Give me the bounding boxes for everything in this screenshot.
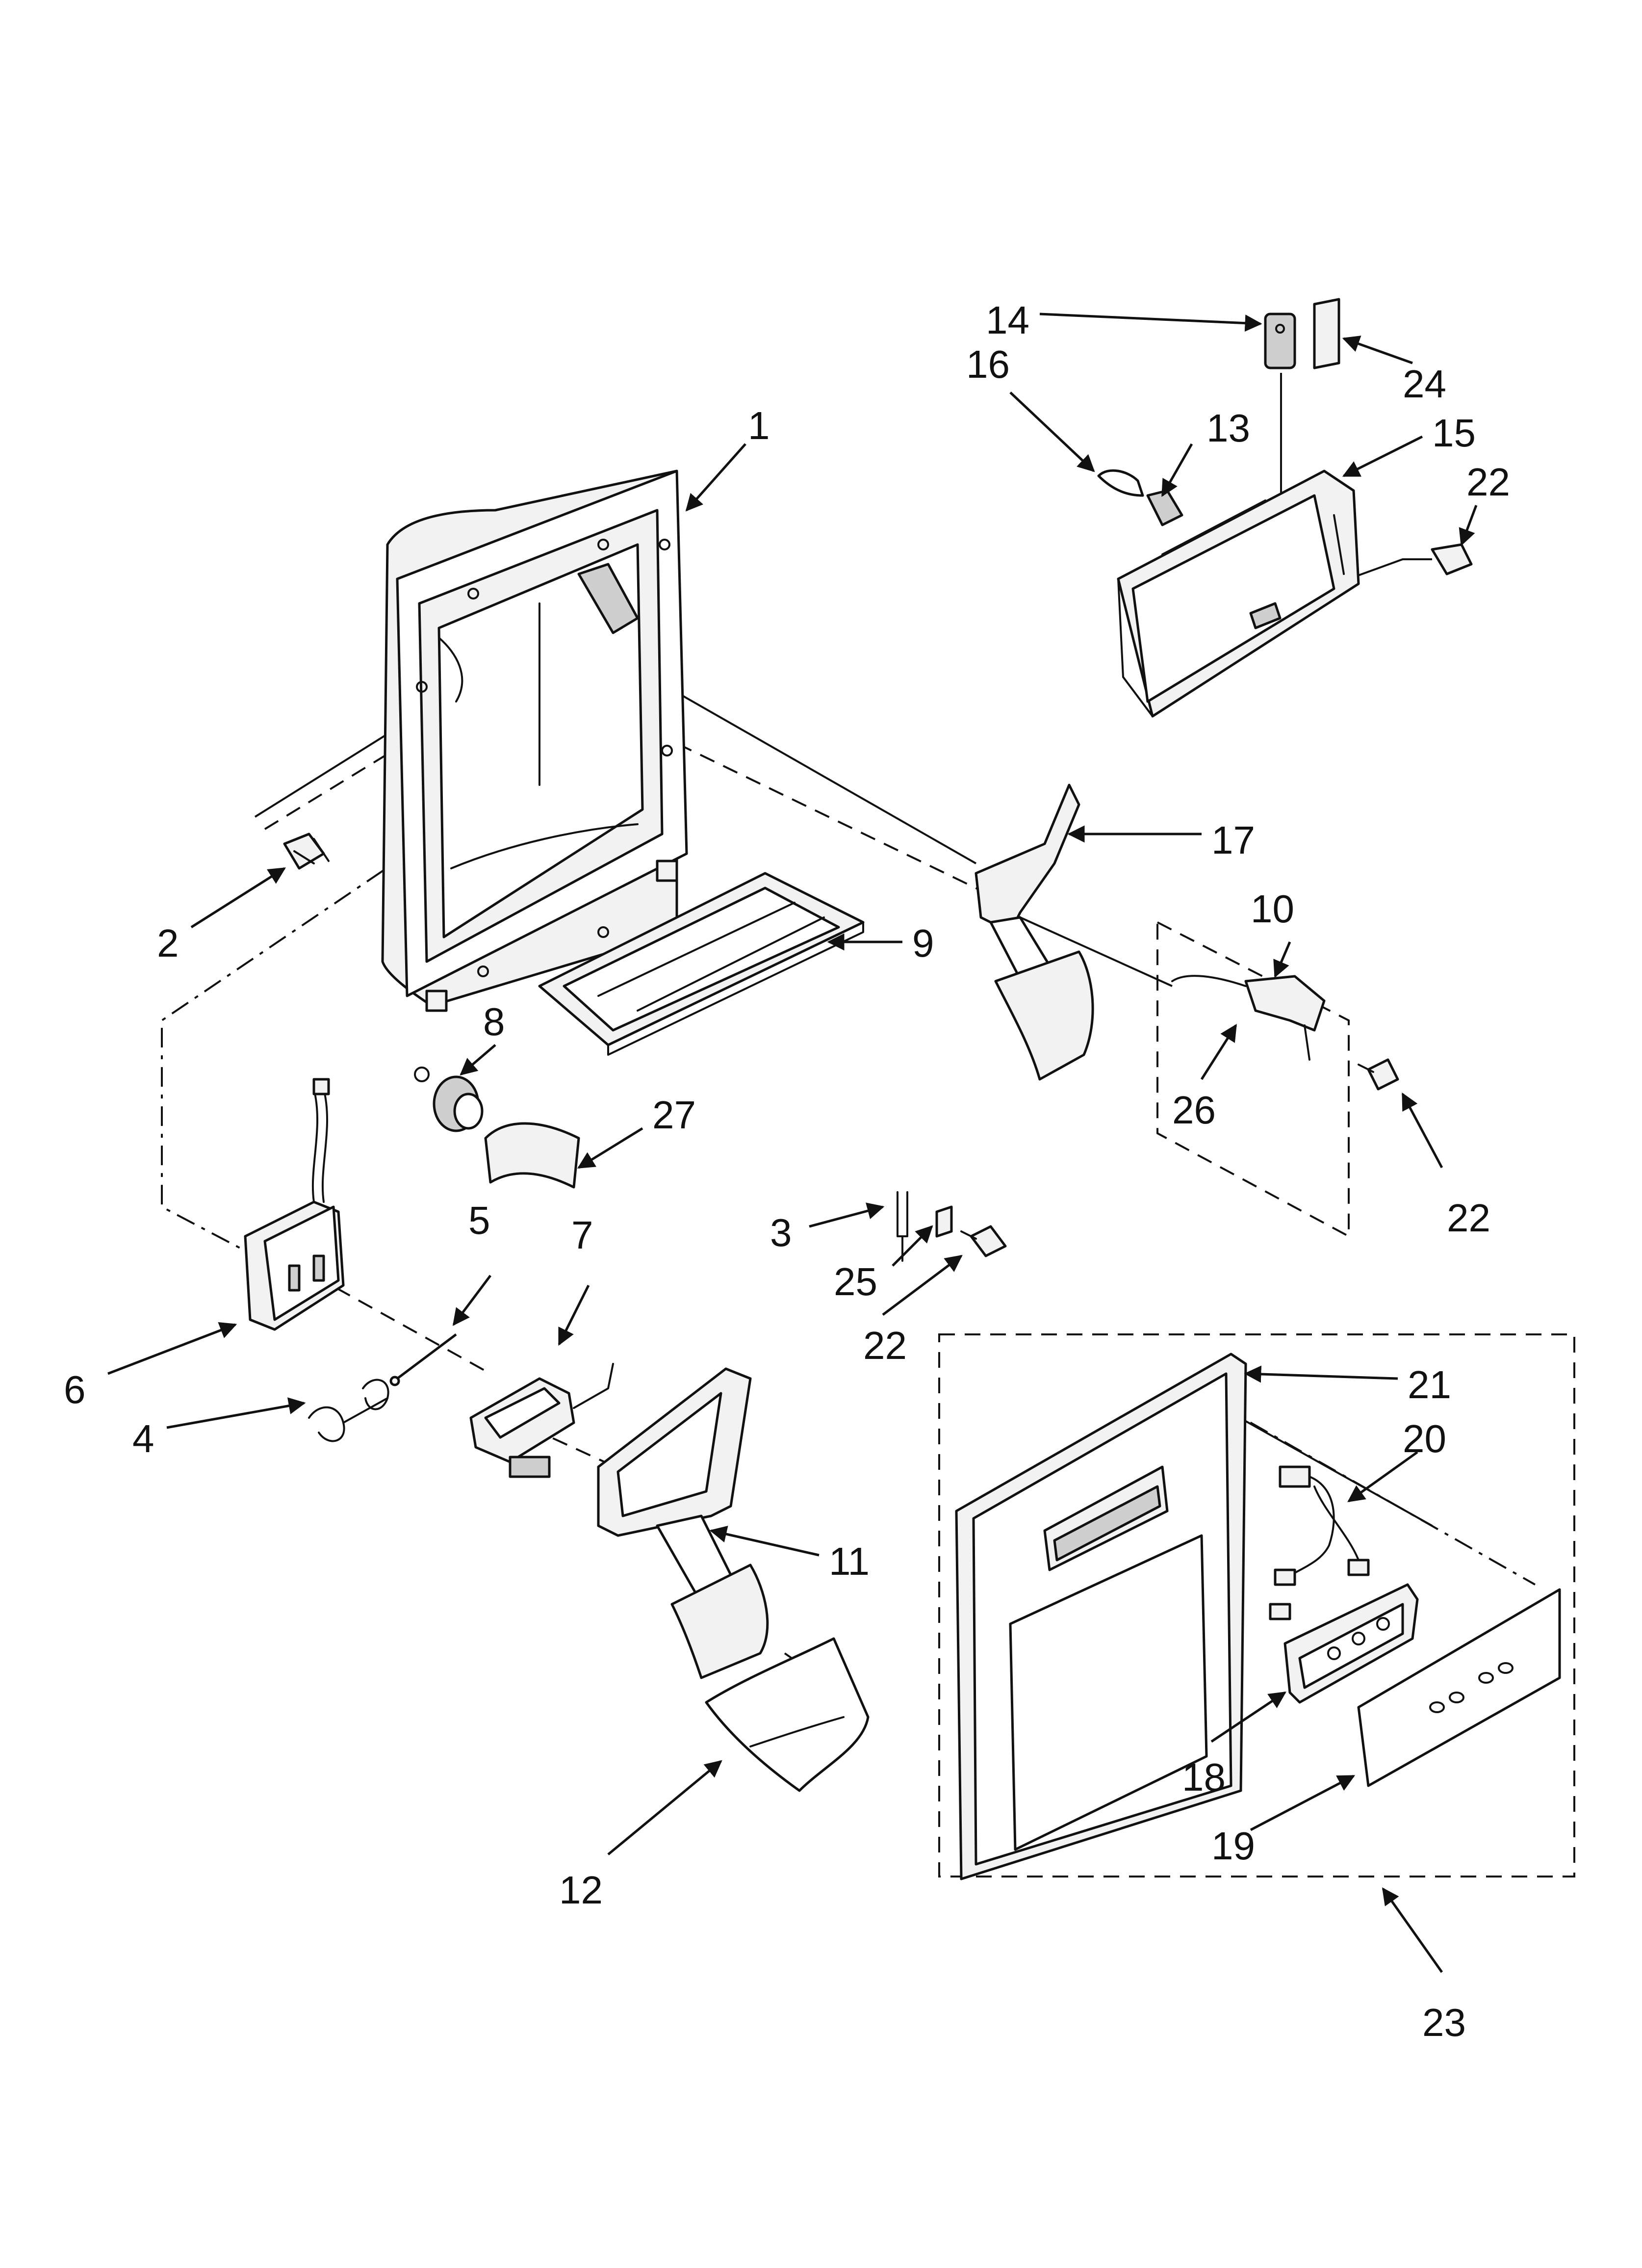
part-27-cover <box>484 1122 580 1189</box>
group-box-10 <box>1156 920 1350 1238</box>
callout-9: 9 <box>912 921 934 965</box>
callout-25: 25 <box>834 1260 877 1303</box>
part-24-insulator <box>1313 298 1340 369</box>
part-4-spring <box>308 1379 389 1442</box>
callout-2: 2 <box>157 921 179 965</box>
part-22-screw-right <box>1358 1058 1399 1091</box>
part-11-water-lever <box>597 1367 769 1679</box>
callout-22-right: 22 <box>1447 1196 1490 1240</box>
callout-21: 21 <box>1408 1363 1451 1407</box>
part-15-upper-bracket <box>1117 469 1360 718</box>
callout-22-middle: 22 <box>863 1324 907 1367</box>
callout-27: 27 <box>652 1093 696 1137</box>
group-box-23 <box>938 1333 1575 1877</box>
part-20-wire-harness <box>1269 1465 1370 1620</box>
part-22-screw-middle <box>960 1225 1007 1257</box>
part-16-light-bulb <box>1097 469 1144 497</box>
callout-26: 26 <box>1172 1088 1216 1132</box>
part-14-switch <box>1264 313 1296 369</box>
callout-15: 15 <box>1432 411 1476 455</box>
callout-11: 11 <box>829 1539 870 1583</box>
leader-arrows <box>107 313 1478 1973</box>
part-8-solenoid <box>414 1067 484 1132</box>
part-13-socket <box>1146 489 1183 526</box>
callout-6: 6 <box>64 1368 86 1411</box>
callout-18: 18 <box>1182 1755 1226 1799</box>
callout-19: 19 <box>1211 1824 1255 1868</box>
callout-5: 5 <box>468 1199 490 1242</box>
callout-23: 23 <box>1422 2001 1466 2044</box>
callout-3: 3 <box>770 1211 792 1254</box>
part-21-front-panel <box>955 1353 1247 1880</box>
part-9-drip-tray <box>538 872 865 1056</box>
callout-24: 24 <box>1403 362 1446 406</box>
part-7-bracket <box>469 1363 614 1478</box>
callout-22-top: 22 <box>1466 460 1510 504</box>
part-25-insulator <box>935 1205 953 1238</box>
callout-4: 4 <box>132 1417 154 1460</box>
callout-labels: 1 2 3 4 5 6 7 8 9 10 11 12 13 14 15 16 1… <box>64 298 1510 2044</box>
part-3-clip <box>897 1191 908 1262</box>
part-26-lever-link <box>1171 975 1326 1061</box>
callout-17: 17 <box>1211 818 1255 862</box>
callout-1: 1 <box>748 404 770 447</box>
part-1-dispenser-housing <box>381 469 688 1012</box>
part-17-ice-lever <box>975 783 1094 1081</box>
part-6-control-module <box>244 1078 345 1331</box>
callout-8: 8 <box>483 1000 505 1043</box>
callout-16: 16 <box>966 342 1010 386</box>
callout-7: 7 <box>571 1213 593 1257</box>
part-19-overlay <box>1357 1588 1561 1787</box>
callout-13: 13 <box>1206 406 1250 450</box>
part-22-screw-top <box>1431 543 1473 575</box>
callout-12: 12 <box>559 1868 603 1912</box>
callout-20: 20 <box>1403 1417 1446 1460</box>
part-12-chute <box>705 1637 870 1792</box>
part-5-pin <box>389 1333 457 1386</box>
callout-10: 10 <box>1251 887 1294 931</box>
part-18-control-board <box>1283 1583 1419 1704</box>
callout-14: 14 <box>986 298 1029 342</box>
part-2-screw <box>283 833 330 870</box>
